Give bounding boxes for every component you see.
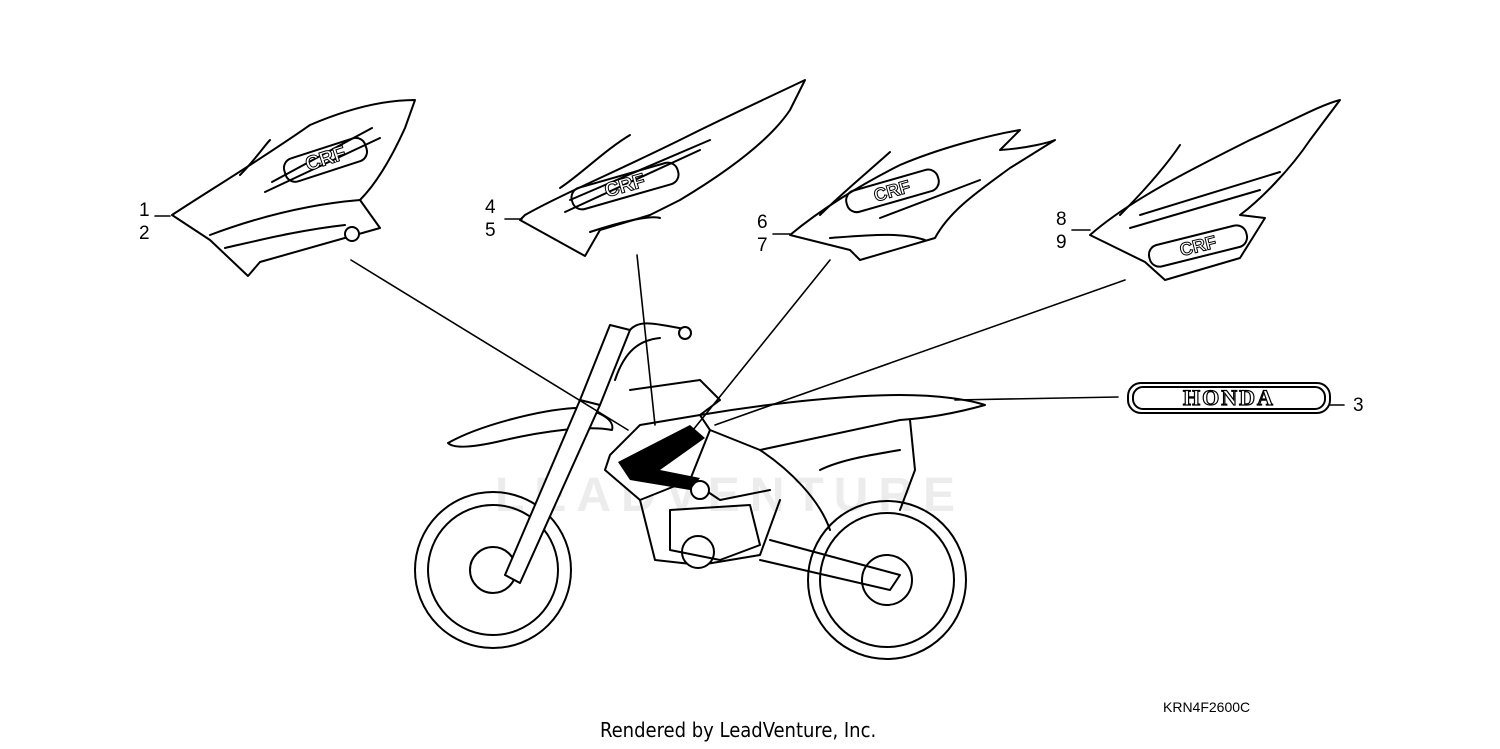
decal-honda-3 <box>1127 382 1331 414</box>
footer-credit: Rendered by LeadVenture, Inc. <box>600 718 877 742</box>
callout-4: 4 <box>485 197 496 218</box>
callout-2: 2 <box>139 223 150 244</box>
callout-5: 5 <box>485 220 496 241</box>
diagram-code: KRN4F2600C <box>1163 699 1251 715</box>
callout-9: 9 <box>1056 232 1067 253</box>
callout-1: 1 <box>139 200 150 221</box>
callout-3: 3 <box>1353 395 1364 416</box>
callout-8: 8 <box>1056 209 1067 230</box>
decal-honda-text: HONDA <box>1183 385 1275 410</box>
decal-8-9 <box>1089 99 1341 281</box>
callout-7: 7 <box>757 235 768 256</box>
decal-6-7 <box>789 129 1056 261</box>
motorcycle-illustration <box>414 322 986 660</box>
decal-4-5 <box>519 79 806 257</box>
callout-6: 6 <box>757 212 768 233</box>
leader-lines <box>154 215 1345 431</box>
tank-stripe-decal <box>618 425 705 490</box>
decal-shroud-1-2 <box>171 99 416 277</box>
